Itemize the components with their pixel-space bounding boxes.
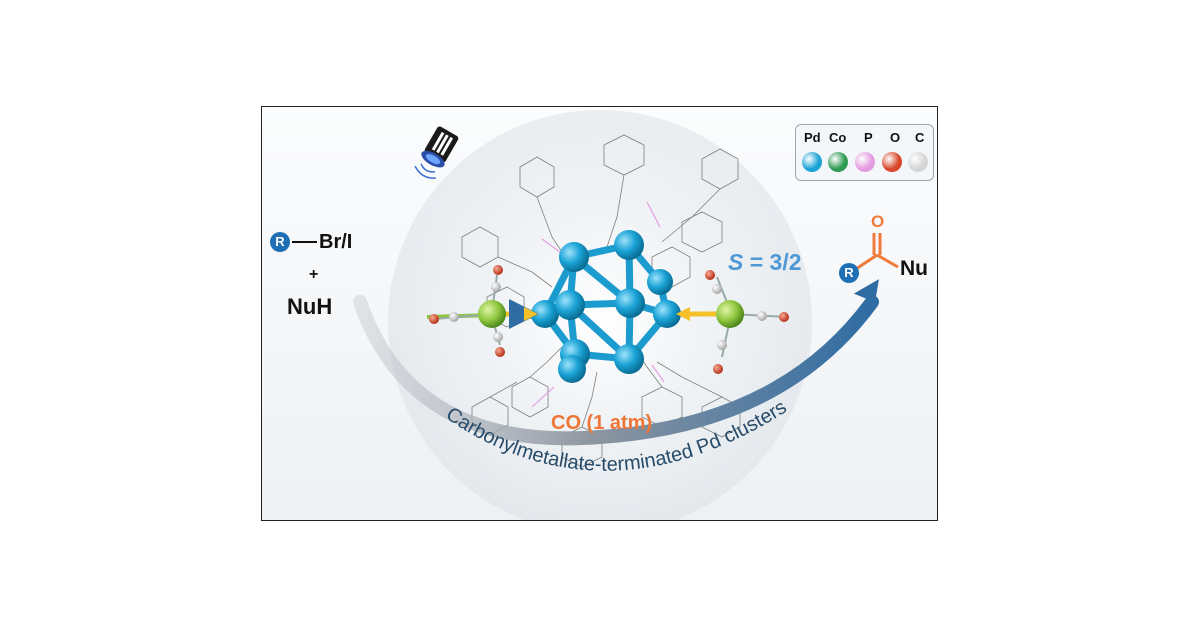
legend-label-c: C xyxy=(915,130,925,145)
legend-ball-p xyxy=(855,152,875,172)
atom-legend: Pd Co P O C xyxy=(795,124,934,181)
spin-value: = 3/2 xyxy=(749,249,802,275)
legend-ball-co xyxy=(828,152,848,172)
reactant-plus: + xyxy=(309,266,319,283)
legend-label-p: P xyxy=(864,130,873,145)
graphical-abstract: R Br/I + NuH O R Nu S = 3/2 CO (1 atm) C… xyxy=(261,106,938,521)
legend-ball-o xyxy=(882,152,902,172)
product-skeleton xyxy=(855,233,899,271)
right-cobalt-carbonyl xyxy=(682,270,789,374)
product-nucleophile: Nu xyxy=(900,257,928,280)
reactant-halide: Br/I xyxy=(319,231,353,253)
right-donor-arrow xyxy=(676,307,690,321)
arc-caption: Carbonylmetallate-terminated Pd clusters xyxy=(442,396,791,476)
product-r-badge: R xyxy=(839,263,859,283)
spin-symbol: S xyxy=(728,249,744,275)
arc-caption-layer: Carbonylmetallate-terminated Pd clusters xyxy=(442,396,791,476)
legend-ball-c xyxy=(908,152,928,172)
reactant-nucleophile: NuH xyxy=(287,294,333,319)
product-oxygen: O xyxy=(871,212,885,231)
arc-arrow-head xyxy=(853,279,879,303)
reactant-r-badge: R xyxy=(270,232,290,252)
left-donor-arrow xyxy=(524,307,538,321)
legend-label-o: O xyxy=(890,130,901,145)
light-source-icon xyxy=(414,126,459,179)
legend-label-pd: Pd xyxy=(804,130,821,145)
legend-label-co: Co xyxy=(829,130,847,145)
ligand-wireframe xyxy=(461,134,741,468)
left-cobalt-carbonyl xyxy=(426,265,539,357)
legend-ball-pd xyxy=(802,152,822,172)
reaction-arc xyxy=(353,295,879,446)
arc-caption-text: Carbonylmetallate-terminated Pd clusters xyxy=(442,396,791,476)
spin-label: S = 3/2 xyxy=(728,249,802,276)
pd-atoms xyxy=(531,230,681,383)
condition-label: CO (1 atm) xyxy=(551,412,653,434)
